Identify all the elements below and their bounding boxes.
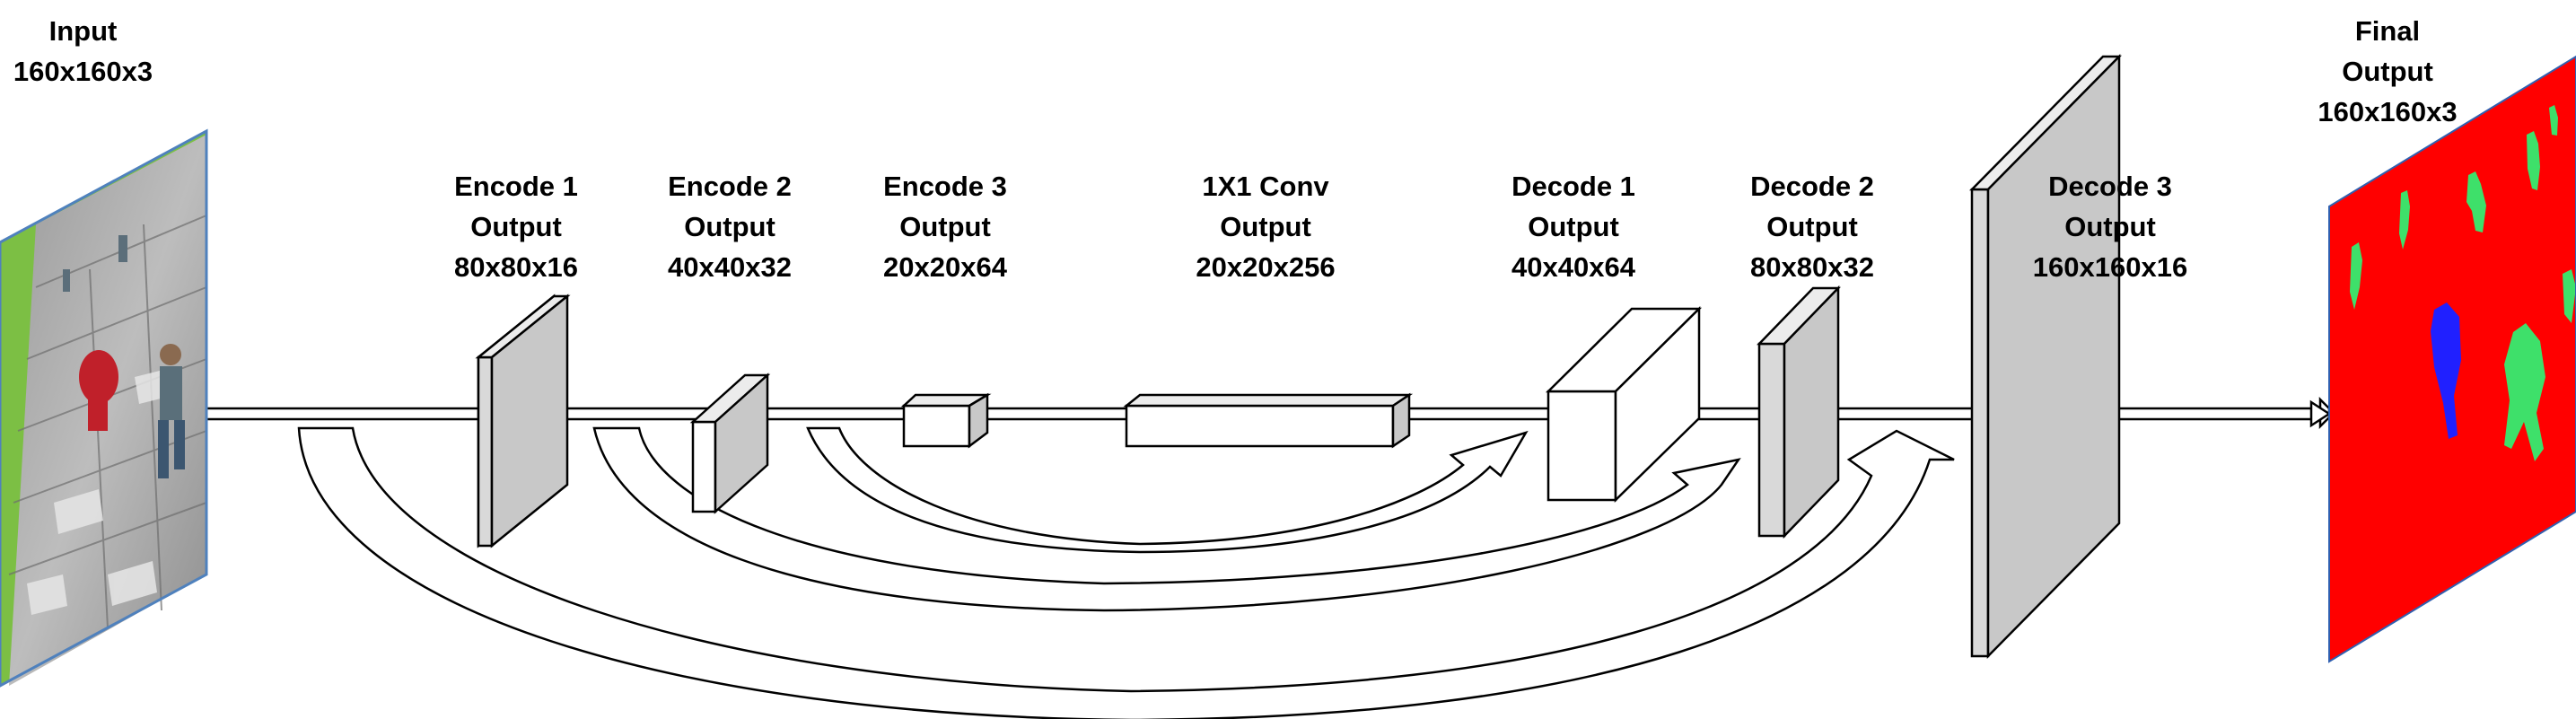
decode3-block (1969, 53, 2122, 660)
decode3-label-line2: Output (2064, 211, 2156, 242)
final-label-line1: Final (2354, 15, 2421, 47)
encode3-label-line3: 20x20x64 (883, 251, 1007, 283)
skip-connection-input-to-decode3 (297, 426, 1955, 719)
encode3-label: Encode 3 Output 20x20x64 (869, 166, 1021, 287)
encode3-label-line2: Output (899, 211, 991, 242)
person-walking-icon (158, 344, 185, 478)
input-image (0, 128, 208, 688)
decode2-label-line1: Decode 2 (1750, 171, 1874, 202)
conv1x1-label: 1X1 Conv Output 20x20x256 (1185, 166, 1346, 287)
encode2-label-line3: 40x40x32 (668, 251, 792, 283)
decode3-label-line3: 160x160x16 (2032, 251, 2188, 283)
decode1-label-line1: Decode 1 (1511, 171, 1635, 202)
encode2-label-line2: Output (684, 211, 775, 242)
decode1-label-line3: 40x40x64 (1511, 251, 1635, 283)
skip-connection-encode3-to-decode1 (806, 426, 1529, 554)
input-label: Input 160x160x3 (9, 11, 157, 92)
conv1x1-label-line1: 1X1 Conv (1202, 171, 1329, 202)
decode2-label: Decode 2 Output 80x80x32 (1736, 166, 1888, 287)
decode3-label: Decode 3 Output 160x160x16 (2025, 166, 2195, 287)
final-label: Final Output 160x160x3 (2311, 11, 2464, 132)
decode1-label-line2: Output (1528, 211, 1619, 242)
decode2-block (1757, 285, 1841, 539)
encode2-block (689, 373, 771, 514)
encode2-label-line1: Encode 2 (668, 171, 792, 202)
conv1x1-block (1123, 392, 1414, 449)
encode1-block (475, 294, 571, 548)
encode1-label-line3: 80x80x16 (454, 251, 578, 283)
conv1x1-label-line3: 20x20x256 (1196, 251, 1336, 283)
encode1-label-line1: Encode 1 (454, 171, 578, 202)
person-red-icon (79, 350, 118, 431)
person-blue-icon (2431, 303, 2461, 439)
final-label-line2: Output (2342, 56, 2433, 87)
final-label-line3: 160x160x3 (2318, 96, 2458, 127)
decode2-label-line3: 80x80x32 (1750, 251, 1874, 283)
encode2-label: Encode 2 Output 40x40x32 (653, 166, 806, 287)
input-label-line1: Input (48, 15, 118, 47)
encode1-label: Encode 1 Output 80x80x16 (440, 166, 592, 287)
skip-connection-encode2-to-decode2 (592, 426, 1741, 612)
encode3-label-line1: Encode 3 (883, 171, 1007, 202)
input-label-line2: 160x160x3 (13, 56, 153, 87)
decode1-label: Decode 1 Output 40x40x64 (1497, 166, 1650, 287)
encode1-label-line2: Output (470, 211, 562, 242)
decode2-label-line2: Output (1766, 211, 1858, 242)
conv1x1-label-line2: Output (1220, 211, 1311, 242)
decode1-block (1545, 306, 1703, 503)
encode3-block (900, 392, 992, 449)
final-output-image (2328, 55, 2576, 663)
decode3-label-line1: Decode 3 (2048, 171, 2172, 202)
